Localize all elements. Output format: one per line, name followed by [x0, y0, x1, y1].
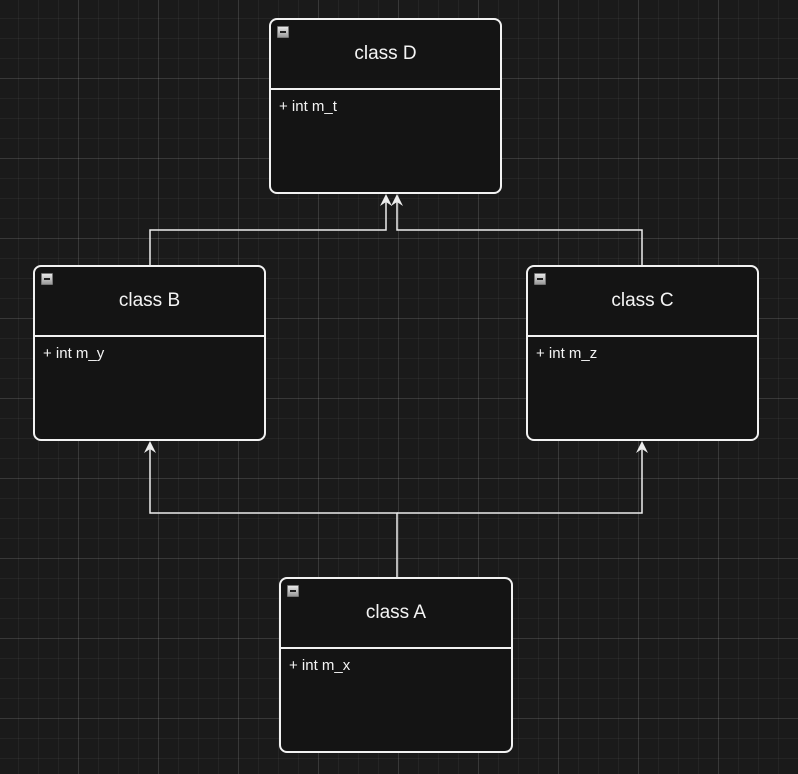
- class-d-header: class D: [271, 20, 500, 90]
- collapse-icon[interactable]: [534, 273, 546, 285]
- class-d-title: class D: [354, 43, 417, 64]
- class-a-attribute[interactable]: + int m_x: [289, 657, 351, 674]
- class-d-attribute[interactable]: + int m_t: [279, 98, 337, 115]
- collapse-icon[interactable]: [41, 273, 53, 285]
- class-a-box[interactable]: class A + int m_x: [279, 577, 513, 753]
- class-c-box[interactable]: class C + int m_z: [526, 265, 759, 441]
- class-b-box[interactable]: class B + int m_y: [33, 265, 266, 441]
- arrowhead-a-to-b: [144, 441, 156, 453]
- class-d-box[interactable]: class D + int m_t: [269, 18, 502, 194]
- collapse-icon[interactable]: [287, 585, 299, 597]
- class-b-attribute[interactable]: + int m_y: [43, 345, 105, 362]
- class-a-attributes: + int m_x: [281, 649, 511, 675]
- class-b-header: class B: [35, 267, 264, 337]
- collapse-icon[interactable]: [277, 26, 289, 38]
- class-a-header: class A: [281, 579, 511, 649]
- class-b-attributes: + int m_y: [35, 337, 264, 363]
- class-b-title: class B: [118, 290, 181, 311]
- edge-a-to-b[interactable]: [149, 447, 398, 577]
- arrowhead-b-to-d: [380, 194, 392, 206]
- class-c-title: class C: [611, 290, 674, 311]
- class-c-attributes: + int m_z: [528, 337, 757, 363]
- class-a-title: class A: [365, 602, 427, 623]
- edge-b-to-d[interactable]: [149, 200, 387, 265]
- class-d-attributes: + int m_t: [271, 90, 500, 116]
- arrowhead-a-to-c: [636, 441, 648, 453]
- edge-a-to-c[interactable]: [397, 447, 643, 514]
- edge-c-to-d[interactable]: [396, 200, 643, 265]
- class-c-attribute[interactable]: + int m_z: [536, 345, 598, 362]
- class-c-header: class C: [528, 267, 757, 337]
- arrowhead-c-to-d: [391, 194, 403, 206]
